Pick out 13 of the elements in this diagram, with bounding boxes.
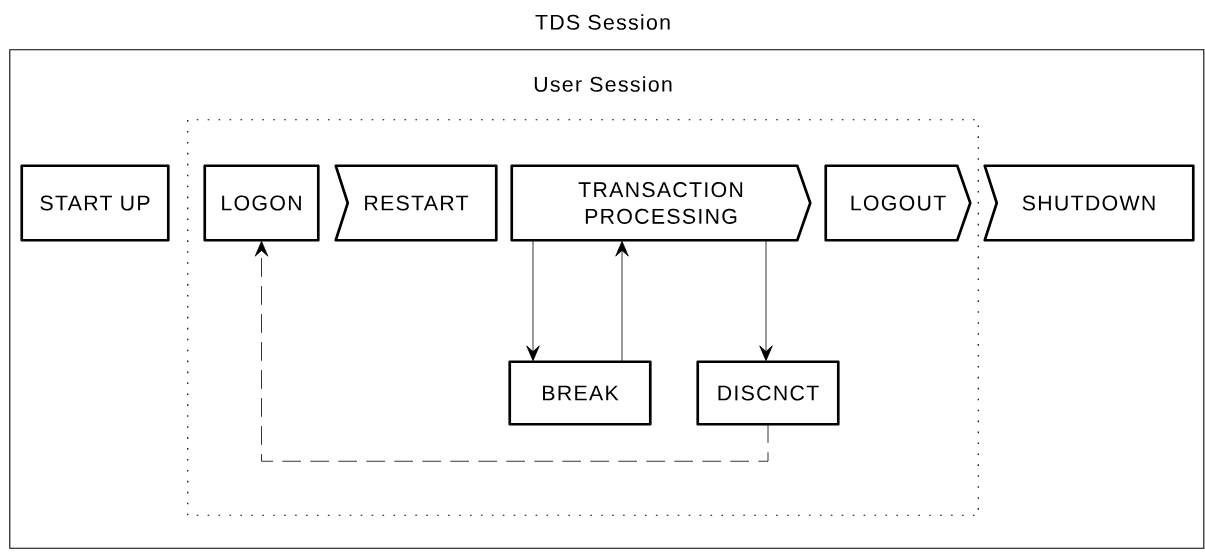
arrow-box: LOGOUT (824, 164, 972, 242)
process-box: LOGON (203, 164, 320, 242)
chevron-box: SHUTDOWN (983, 164, 1195, 242)
process-box: BREAK (508, 360, 652, 426)
arrow (526, 239, 540, 362)
chevron-box: RESTART (334, 164, 498, 242)
arrow (254, 240, 769, 462)
node-label: TDS Session (535, 14, 670, 30)
process-box: START UP (20, 164, 170, 242)
arrow (759, 239, 773, 362)
node-label: User Session (534, 76, 672, 92)
arrow (615, 240, 629, 363)
process-box: DISCNCT (696, 360, 840, 426)
